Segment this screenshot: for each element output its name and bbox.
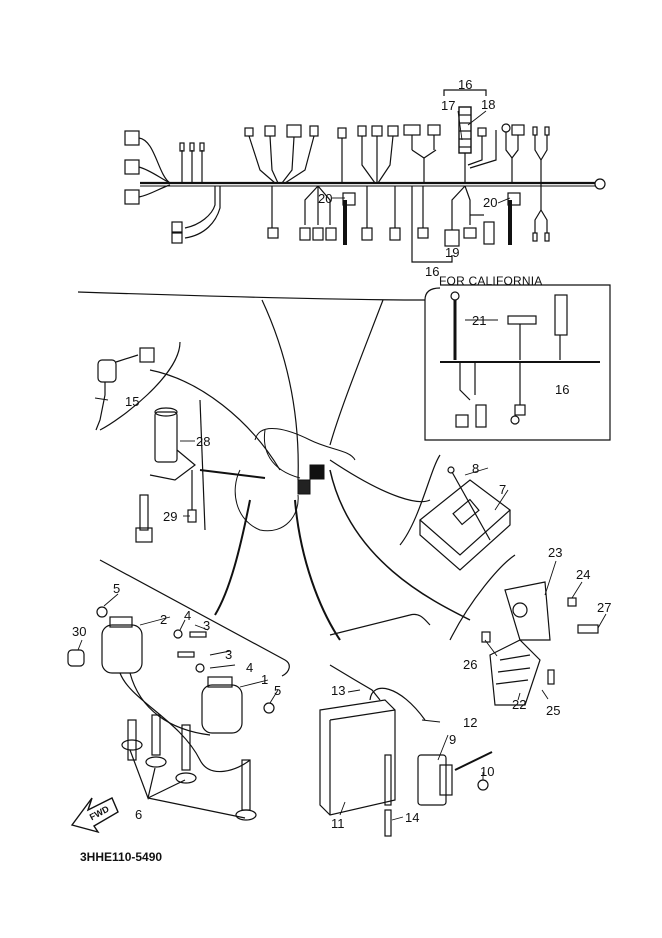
starter-relay [417, 751, 493, 806]
callout-23: 23 [548, 545, 563, 560]
california-inset [424, 284, 611, 441]
wire-harness [124, 89, 606, 263]
callout-20-left: 20 [318, 191, 333, 206]
callout-14: 14 [405, 810, 420, 825]
inset-title: FOR CALIFORNIA [439, 274, 543, 288]
fwd-arrow-icon [70, 797, 119, 834]
ignitor-unit [419, 466, 511, 571]
callout-17: 17 [441, 98, 456, 113]
callout-24: 24 [576, 567, 591, 582]
callout-16-top: 16 [458, 77, 473, 92]
motorcycle-silhouette [234, 427, 356, 532]
callout-21: 21 [472, 313, 487, 328]
main-switch [135, 407, 197, 543]
callout-11: 11 [331, 816, 345, 831]
callout-16-inset: 16 [555, 382, 570, 397]
callout-27: 27 [597, 600, 612, 615]
callout-15: 15 [125, 394, 140, 409]
callout-16-bottom: 16 [425, 264, 440, 279]
leader-lines [77, 110, 607, 821]
callout-1: 1 [261, 672, 269, 687]
callout-19: 19 [445, 245, 460, 260]
callout-5-bottom: 5 [274, 683, 282, 698]
battery [319, 664, 426, 837]
ignition-coils [67, 606, 275, 821]
callout-12: 12 [463, 715, 478, 730]
figure-code: 3HHE110-5490 [80, 850, 163, 864]
section-dividers [77, 291, 516, 677]
callout-3-bottom: 3 [225, 647, 233, 662]
callout-5-top: 5 [113, 581, 121, 596]
callout-25: 25 [546, 703, 561, 718]
callout-20-right: 20 [483, 195, 498, 210]
rectifier-regulator [481, 581, 599, 706]
neutral-switch [95, 347, 155, 431]
callout-18: 18 [481, 97, 496, 112]
callout-2: 2 [160, 612, 168, 627]
callout-29: 29 [163, 509, 178, 524]
callout-8: 8 [472, 461, 480, 476]
callout-6: 6 [135, 807, 143, 822]
callout-26: 26 [463, 657, 478, 672]
callout-13: 13 [331, 683, 346, 698]
callout-9: 9 [449, 732, 457, 747]
callout-7: 7 [499, 482, 507, 497]
callout-3-top: 3 [203, 618, 211, 633]
callout-22: 22 [512, 697, 527, 712]
callout-28: 28 [196, 434, 211, 449]
callout-30: 30 [72, 624, 87, 639]
callout-4-bottom: 4 [246, 660, 254, 675]
callout-10: 10 [480, 764, 495, 779]
callout-4-top: 4 [184, 608, 192, 623]
